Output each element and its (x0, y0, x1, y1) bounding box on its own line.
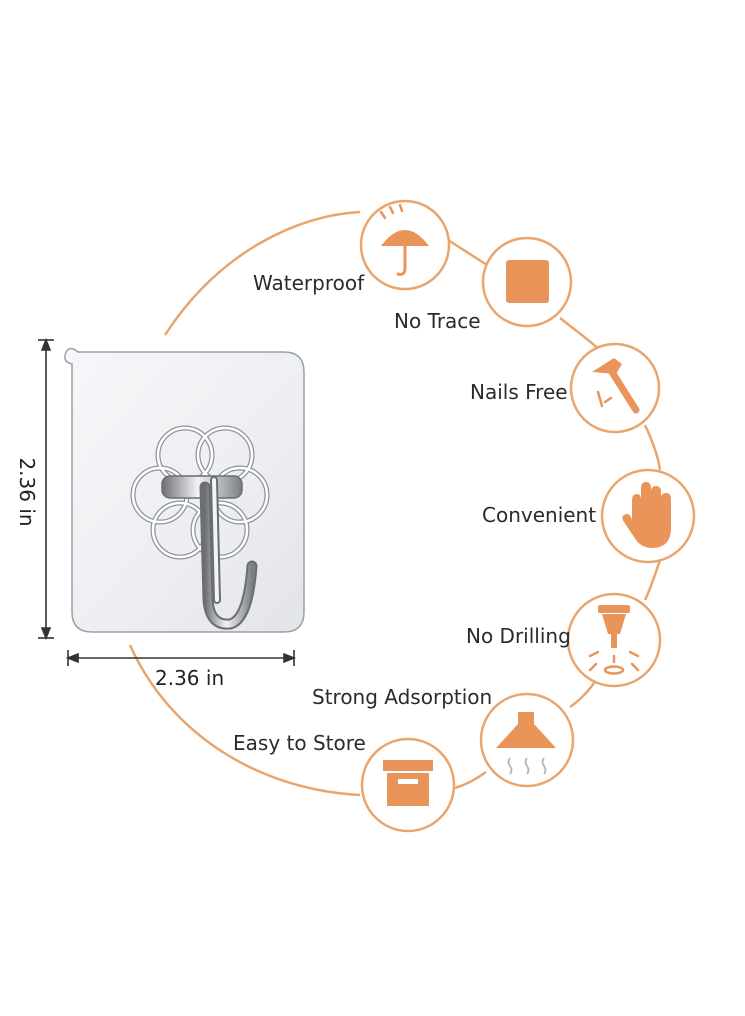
feature-circle-strong-adsorption (479, 692, 575, 788)
feature-circle-nails-free (569, 342, 661, 434)
feature-circle-easy-to-store (360, 737, 456, 833)
feature-label-easy-to-store: Easy to Store (233, 731, 366, 755)
height-label: 2.36 in (15, 457, 39, 527)
feature-label-no-drilling: No Drilling (466, 624, 571, 648)
arc-between-4-5 (643, 559, 662, 601)
feature-circle-no-drilling (566, 592, 662, 688)
width-label: 2.36 in (155, 666, 225, 690)
arc-between-6-7 (454, 770, 487, 790)
height-dimension-line (38, 337, 54, 641)
arc-between-1-2 (447, 238, 488, 267)
feature-circle-no-trace (481, 236, 573, 328)
arc-between-3-4 (643, 424, 662, 471)
feature-label-convenient: Convenient (482, 503, 597, 527)
feature-label-nails-free: Nails Free (470, 380, 568, 404)
arc-upper (163, 210, 361, 336)
product-hook-illustration (64, 347, 305, 633)
width-dimension-line (65, 650, 297, 666)
feature-label-strong-adsorption: Strong Adsorption (312, 685, 493, 709)
feature-label-waterproof: Waterproof (253, 271, 365, 295)
feature-circle-waterproof (359, 199, 451, 291)
arc-lower (128, 644, 361, 797)
feature-circle-convenient (600, 468, 696, 564)
feature-label-no-trace: No Trace (394, 309, 481, 333)
